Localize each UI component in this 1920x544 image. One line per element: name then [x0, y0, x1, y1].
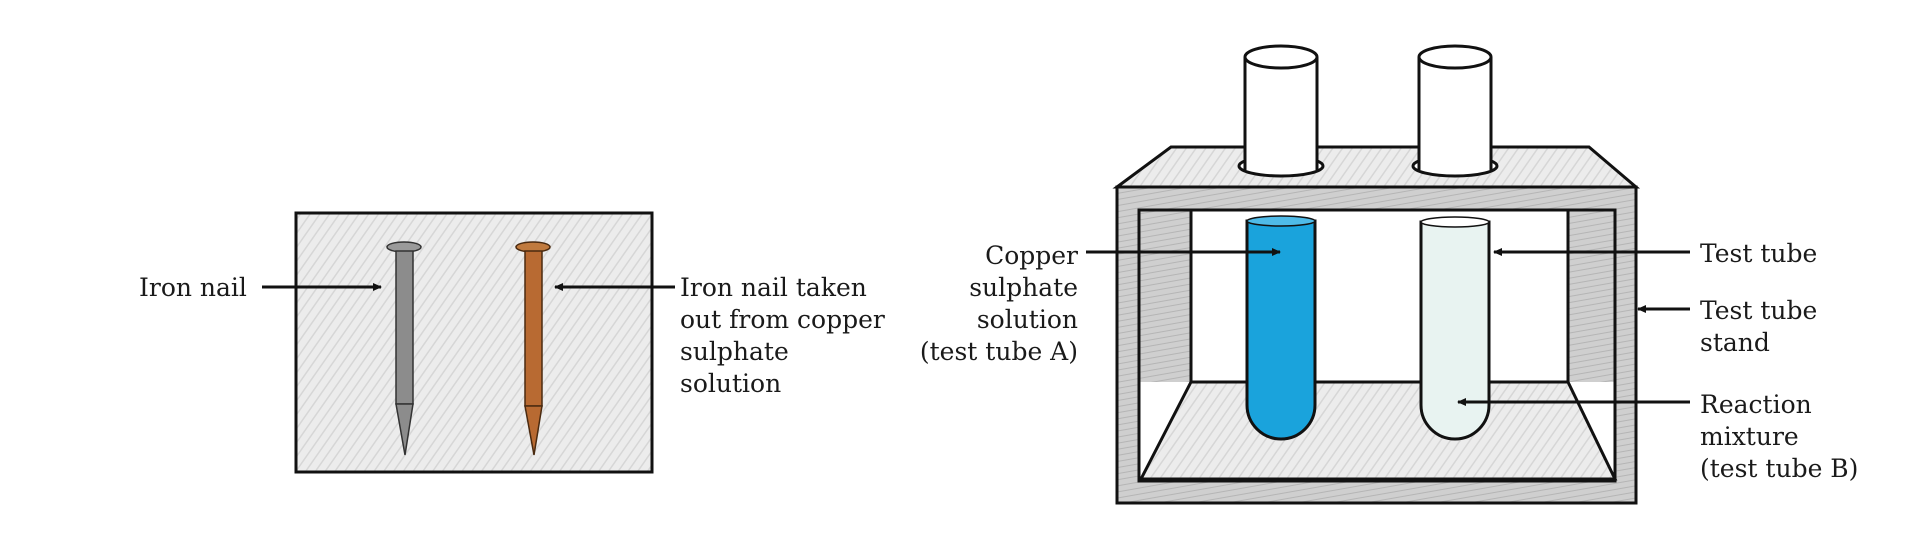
test-tube-b — [1411, 44, 1499, 441]
label-test-tube-stand: Test tube stand — [1700, 296, 1818, 357]
label-test-tube: Test tube — [1700, 239, 1818, 268]
copper-coated-nail-icon — [515, 241, 551, 456]
reaction-mixture — [1419, 220, 1491, 441]
copper-sulphate-solution — [1245, 219, 1317, 441]
label-reaction-mixture: Reaction mixture (test tube B) — [1700, 390, 1859, 483]
nails-panel — [262, 211, 675, 474]
label-iron-nail-taken-out: Iron nail taken out from copper sulphate… — [680, 273, 885, 398]
label-copper-sulphate-solution: Copper sulphate solution (test tube A) — [919, 241, 1078, 366]
label-iron-nail: Iron nail — [139, 273, 247, 302]
test-tube-a — [1237, 44, 1325, 441]
iron-nail-icon — [386, 241, 422, 456]
test-tube-stand — [1112, 145, 1641, 505]
